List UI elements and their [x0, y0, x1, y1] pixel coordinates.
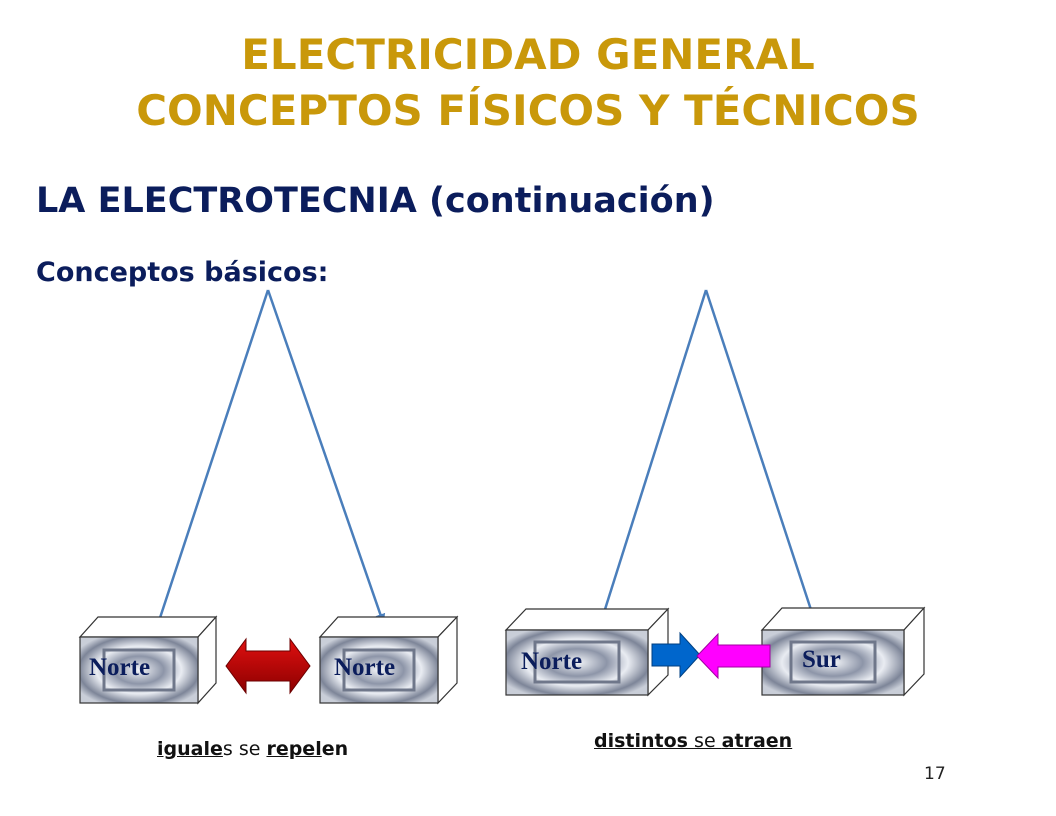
attract-arrow-magenta [696, 632, 771, 680]
box-label-norte-3: Norte [521, 648, 583, 675]
caption-repel-part4: en [321, 738, 349, 760]
box-label-norte-1: Norte [89, 654, 151, 681]
magnet-box-norte-1 [78, 615, 218, 705]
caption-repel-part2: s se [222, 738, 267, 760]
title-line-2: CONCEPTOS FÍSICOS Y TÉCNICOS [136, 86, 920, 135]
caption-repel-part3: repel [266, 738, 322, 760]
attract-arrow-blue [651, 631, 701, 679]
section-heading: LA ELECTROTECNIA (continuación) [36, 181, 715, 221]
box-label-sur: Sur [802, 646, 841, 673]
title-line-1: ELECTRICIDAD GENERAL [241, 30, 815, 79]
repel-double-arrow [225, 637, 311, 695]
magnet-box-norte-2 [318, 615, 459, 705]
magnet-box-sur [760, 606, 926, 697]
caption-repel-part1: iguale [157, 738, 223, 760]
left-pointer-lines [153, 289, 386, 632]
caption-attract-part3: atraen [721, 730, 793, 752]
caption-attract-part2: se [688, 730, 722, 752]
right-pointer-lines [598, 289, 818, 624]
subheading: Conceptos básicos: [36, 257, 329, 288]
magnet-box-norte-3 [504, 607, 670, 697]
caption-attract: distintos se atraen [594, 730, 792, 752]
page-number: 17 [924, 764, 946, 784]
box-label-norte-2: Norte [334, 654, 396, 681]
caption-repel: iguales se repelen [157, 738, 348, 760]
caption-attract-part1: distintos [594, 730, 688, 752]
